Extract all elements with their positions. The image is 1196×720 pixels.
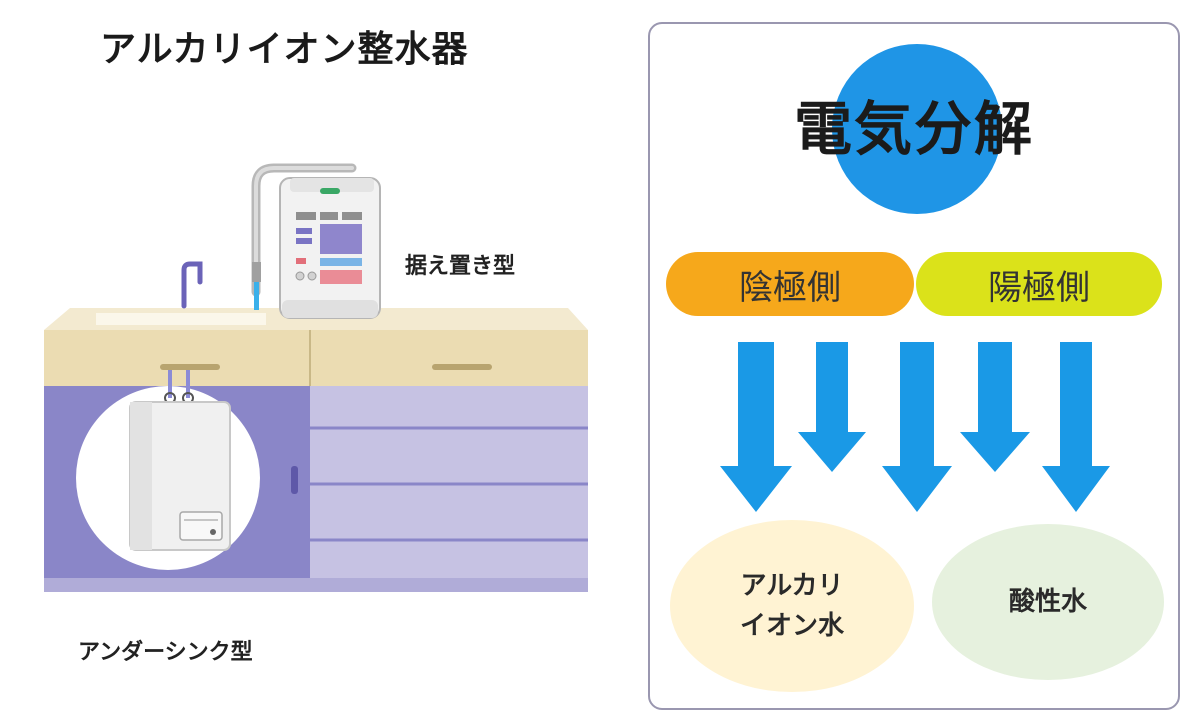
kitchen-illustration [44, 163, 588, 592]
cathode-side-label: 陰極側 [666, 252, 914, 316]
ionizer-panel-purple [320, 224, 362, 254]
title-circle [832, 44, 1002, 214]
arrow-down-5 [1042, 342, 1110, 512]
door-knob [291, 466, 298, 494]
ionizer-knob-2 [307, 271, 317, 281]
label-undersink-type: アンダーシンク型 [78, 640, 253, 665]
sink-highlight [96, 313, 266, 325]
diagram-title: アルカリイオン整水器 [100, 29, 469, 70]
drawer-handle-left [160, 364, 220, 370]
alkaline-ion-water-result: アルカリ イオン水 [670, 520, 914, 692]
ionizer-display-2 [320, 212, 338, 220]
ionizer-display-1 [296, 212, 316, 220]
electrolysis-title: 電気分解 [793, 95, 1034, 163]
alkaline-label-line1: アルカリ [740, 570, 844, 601]
cabinet-base [44, 578, 588, 592]
arrow-down-3 [882, 342, 952, 512]
ionizer-spout [252, 262, 261, 282]
ionizer-button-2 [296, 238, 312, 244]
ionizer-top-cap [290, 178, 374, 192]
ionizer-hose-inner [254, 166, 354, 294]
anode-side-label: 陽極側 [916, 252, 1162, 316]
ionizer-power-led [320, 188, 340, 194]
ionizer-button-3 [296, 258, 306, 264]
ionizer-display-3 [342, 212, 362, 220]
cabinet-right-drawers [310, 386, 588, 592]
label-countertop-type: 据え置き型 [405, 254, 516, 279]
faucet [181, 261, 203, 309]
undersink-unit-indicator [210, 529, 216, 535]
countertop-front [44, 330, 588, 386]
arrow-down-1 [720, 342, 792, 512]
arrow-down-2 [798, 342, 866, 472]
ionizer-panel-pink [320, 270, 362, 284]
drawer-handle-right [432, 364, 492, 370]
ionizer-base [282, 300, 378, 318]
acidic-water-result: 酸性水 [932, 524, 1164, 680]
acidic-label: 酸性水 [1008, 586, 1087, 617]
water-stream [254, 282, 259, 310]
ionizer-panel-blue [320, 258, 362, 266]
ionizer-button-1 [296, 228, 312, 234]
arrow-down-4 [960, 342, 1030, 472]
ionizer-knob-1 [295, 271, 305, 281]
undersink-unit-shade [130, 402, 152, 550]
alkaline-label-line2: イオン水 [739, 611, 844, 641]
